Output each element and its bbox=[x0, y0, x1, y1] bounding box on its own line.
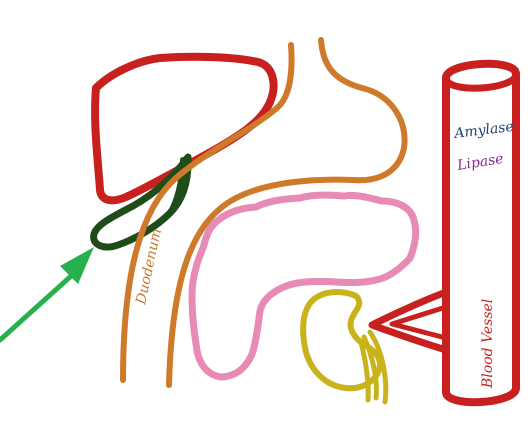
green-arrow-icon bbox=[0, 265, 83, 343]
green-arrow-head bbox=[60, 247, 94, 284]
lipase-label: Lipase bbox=[455, 151, 504, 174]
amylase-label: Amylase bbox=[452, 119, 515, 142]
pancreas-outline bbox=[188, 191, 420, 381]
duodenum-inner-wall bbox=[166, 37, 408, 388]
kidney-ureter-1 bbox=[361, 334, 379, 401]
blood-vessel-label: Blood Vessel bbox=[480, 299, 496, 389]
blood-vessel-outline bbox=[442, 59, 520, 407]
kidney-ureter-3 bbox=[358, 339, 371, 403]
kidney-ureter-2 bbox=[367, 329, 389, 405]
bile-duct bbox=[167, 157, 186, 216]
blood-vessel-branch-inner bbox=[389, 304, 449, 341]
duodenum-outer-wall bbox=[120, 42, 295, 383]
blood-vessel-top-rim bbox=[442, 70, 520, 92]
blood-vessel-branch bbox=[368, 288, 450, 354]
